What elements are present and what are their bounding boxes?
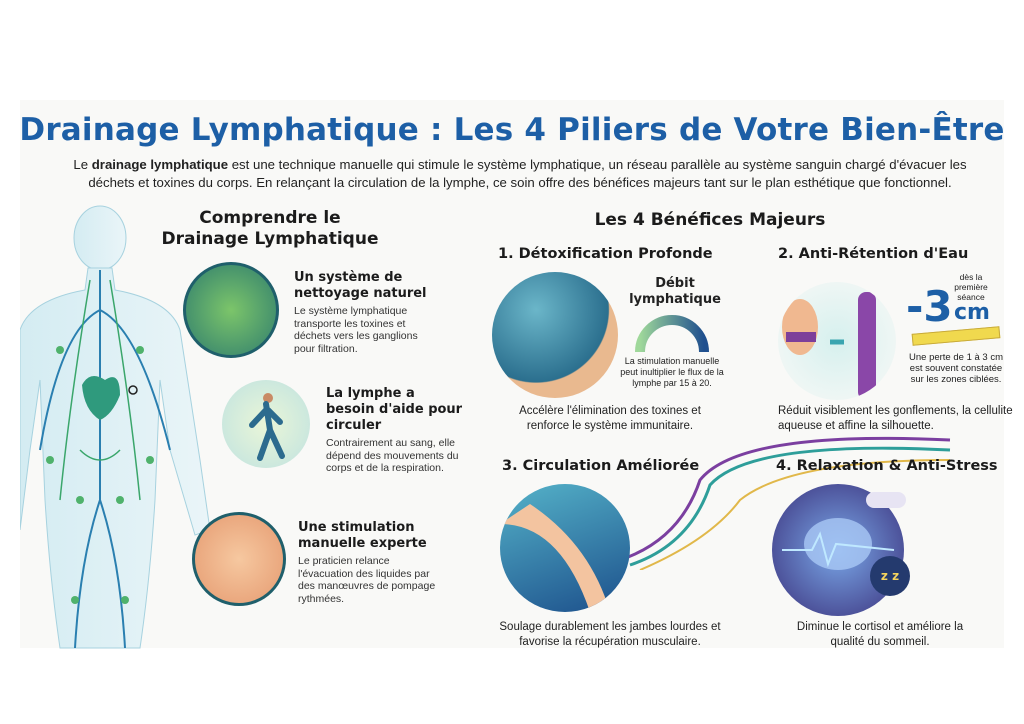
benefit-title: 2. Anti-Rétention d'Eau [778,246,969,262]
benefit-title: 1. Détoxification Profonde [498,246,713,262]
benefit-caption: Diminue le cortisol et améliore la quali… [796,621,964,648]
benefit-1: 1. Détoxification Profonde [498,246,713,262]
reduction-unit: cm [954,300,990,325]
detox-image [492,272,618,398]
page-title: Drainage Lymphatique : Les 4 Piliers de … [19,112,1005,148]
left-heading-line1: Comprendre le [199,208,341,228]
benefit-title: 3. Circulation Améliorée [502,458,700,474]
cloud-icon [866,492,906,508]
item-text: Le système lymphatique transporte les to… [294,305,418,355]
gauge-title: Débit lymphatique [629,276,721,307]
left-item-3: Une stimulation manuelle experte Le prat… [298,520,438,605]
walking-woman-image [222,380,310,468]
flow-waves [620,436,951,570]
flow-gauge [635,315,709,353]
gauge-note: La stimulation manuelle peut inultiplier… [620,356,724,388]
benefit-3: 3. Circulation Améliorée [502,458,699,474]
benefit-caption: Accélère l'élimination des toxines et re… [519,405,701,432]
moon-sleep-icon: z z [870,556,910,596]
intro-before: Le [73,157,92,172]
benefit-2: 2. Anti-Rétention d'Eau [778,246,968,262]
reduction-value: -3 [906,282,953,331]
item-title: Un système de nettoyage naturel [294,270,427,301]
left-item-2: La lymphe a besoin d'aide pour circuler … [326,386,466,475]
reduction-note: Une perte de 1 à 3 cm est souvent consta… [909,352,1003,385]
first-session-badge: dès la première séance [954,272,988,302]
left-heading-line2: Drainage Lymphatique [161,229,379,249]
body-illustration [20,205,211,649]
item-title: Une stimulation manuelle experte [298,520,427,551]
left-item-1: Un système de nettoyage naturel Le systè… [294,270,434,355]
intro-bold: drainage lymphatique [91,157,229,172]
benefit-4: 4. Relaxation & Anti-Stress [776,458,998,474]
item-text: Le praticien relance l'évacuation des li… [298,555,436,605]
item-text: Contrairement au sang, elle dépend des m… [326,437,459,474]
legs-image [500,484,630,612]
lymph-cell-image [183,262,279,358]
benefit-caption: Réduit visiblement les gonflements, la c… [778,405,1013,432]
item-title: La lymphe a besoin d'aide pour circuler [326,386,463,433]
benefit-caption: Soulage durablement les jambes lourdes e… [499,621,721,648]
silhouette-image [778,282,896,400]
right-section-heading: Les 4 Bénéfices Majeurs [594,210,826,230]
intro-text: Le drainage lymphatique est une techniqu… [70,156,970,192]
intro-after: est une technique manuelle qui stimule l… [88,157,967,190]
benefit-title: 4. Relaxation & Anti-Stress [776,458,998,474]
massage-hands-image [192,512,286,606]
